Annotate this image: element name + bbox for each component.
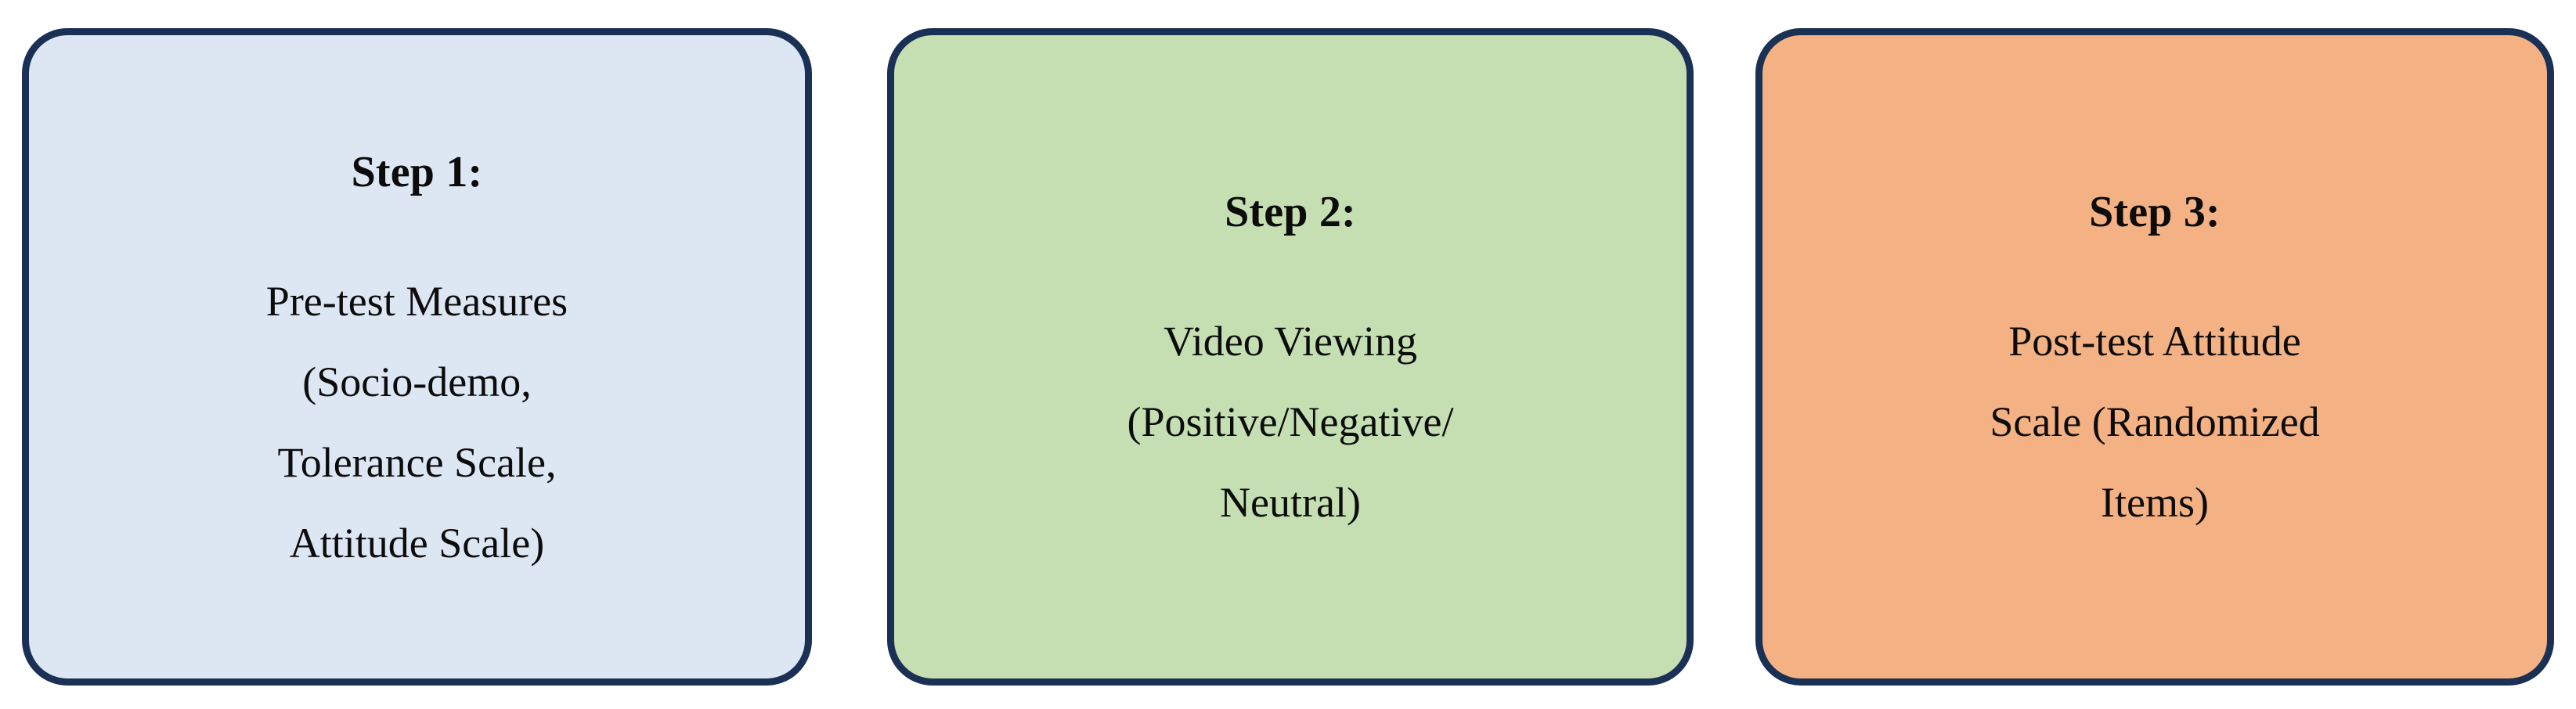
step-2-line-3: Neutral) bbox=[1220, 479, 1361, 526]
step-2-heading: Step 2: bbox=[1225, 188, 1356, 236]
step-1-heading: Step 1: bbox=[351, 147, 483, 196]
step-box-2[interactable]: Step 2: Video Viewing (Positive/Negative… bbox=[887, 28, 1694, 686]
step-1-text-block: Step 1: Pre-test Measures (Socio-demo, T… bbox=[266, 150, 568, 564]
step-box-1[interactable]: Step 1: Pre-test Measures (Socio-demo, T… bbox=[22, 28, 812, 686]
step-3-heading: Step 3: bbox=[2089, 188, 2221, 236]
step-1-line-1: Pre-test Measures bbox=[265, 277, 568, 325]
step-2-text-block: Step 2: Video Viewing (Positive/Negative… bbox=[1127, 190, 1454, 524]
step-2-line-2: (Positive/Negative/ bbox=[1127, 398, 1454, 445]
step-3-line-2: Scale (Randomized bbox=[1990, 398, 2320, 445]
step-2-line-1: Video Viewing bbox=[1164, 318, 1417, 365]
step-1-line-4: Attitude Scale) bbox=[289, 519, 545, 567]
step-box-3[interactable]: Step 3: Post-test Attitude Scale (Random… bbox=[1755, 28, 2554, 686]
step-1-line-3: Tolerance Scale, bbox=[277, 438, 557, 486]
step-3-text-block: Step 3: Post-test Attitude Scale (Random… bbox=[1990, 190, 2319, 524]
step-3-line-1: Post-test Attitude bbox=[2008, 318, 2301, 365]
step-1-line-2: (Socio-demo, bbox=[302, 358, 532, 405]
step-3-line-3: Items) bbox=[2101, 479, 2209, 526]
